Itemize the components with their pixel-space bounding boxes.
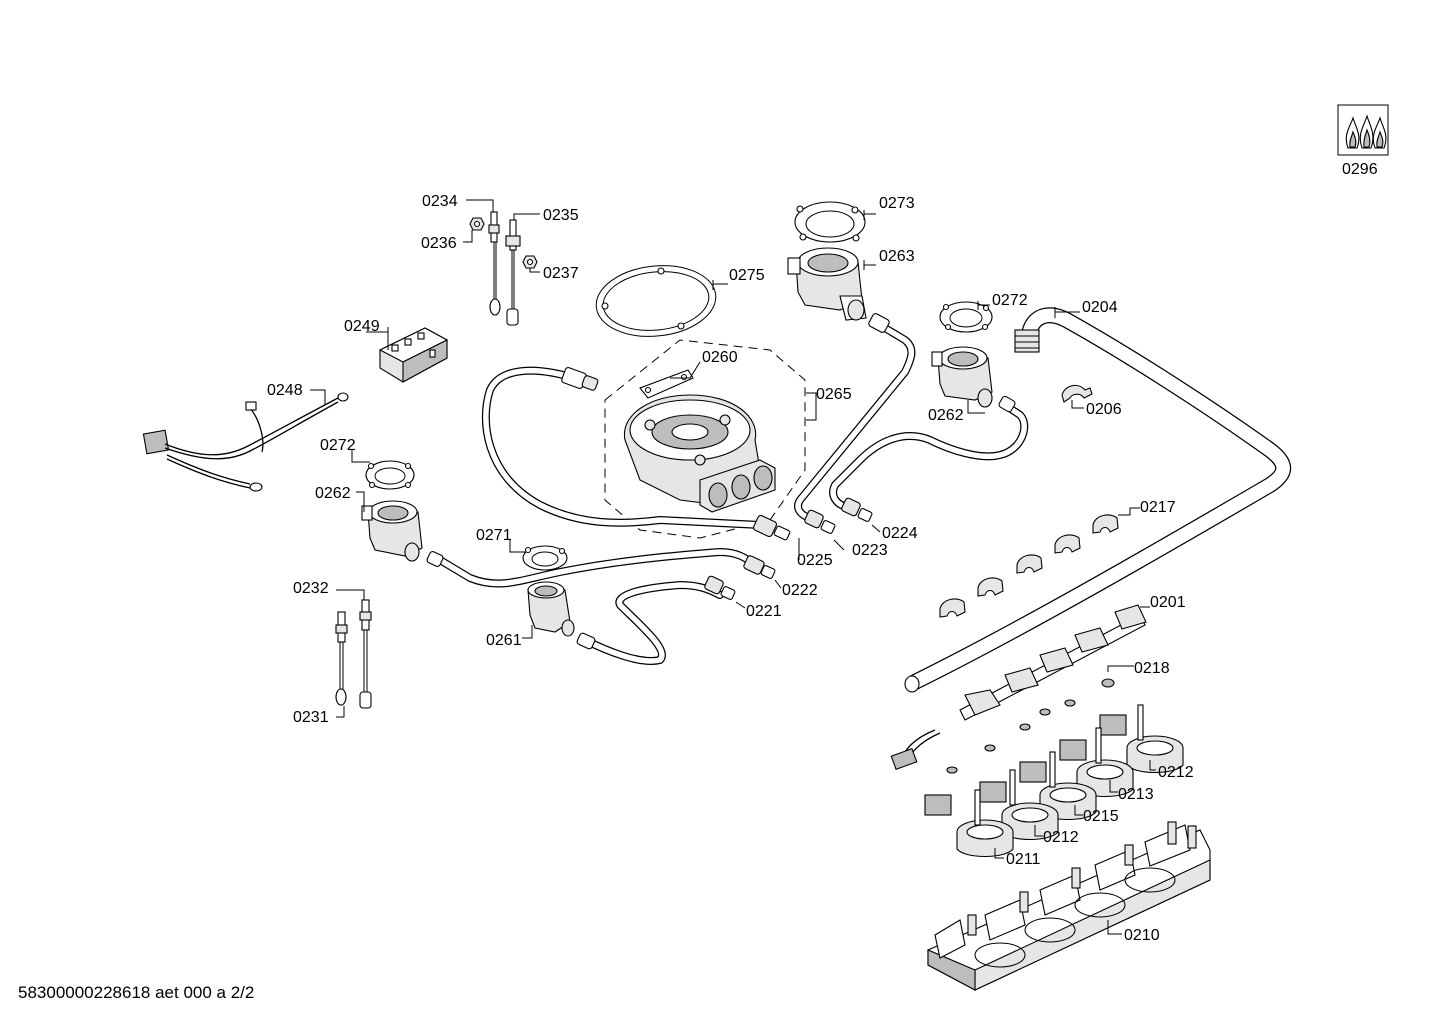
gas-taps (924, 699, 1184, 857)
label-0204: 0204 (1082, 299, 1118, 316)
gasket-0260 (639, 369, 694, 399)
label-0221: 0221 (746, 603, 782, 620)
label-0232: 0232 (293, 580, 329, 597)
ignition-box-0249 (378, 327, 449, 383)
label-0223: 0223 (852, 542, 888, 559)
ignition-rail-0201 (890, 604, 1147, 771)
valve-0262-right (931, 346, 993, 408)
clips-0217 (939, 514, 1119, 618)
gasket-0272-left (365, 460, 415, 490)
wiring-harness-0248 (142, 392, 349, 492)
label-0215: 0215 (1083, 808, 1119, 825)
label-0234: 0234 (422, 193, 458, 210)
label-0224: 0224 (882, 525, 918, 542)
label-0260: 0260 (702, 349, 738, 366)
label-0263: 0263 (879, 248, 915, 265)
housing-outline-0265 (604, 339, 806, 539)
label-0235: 0235 (543, 207, 579, 224)
flame-symbol-0296 (1337, 104, 1389, 156)
label-0273: 0273 (879, 195, 915, 212)
gas-tubes (436, 321, 1029, 665)
document-footer: 58300000228618 aet 000 a 2/2 (18, 983, 254, 1002)
label-0213: 0213 (1118, 786, 1154, 803)
label-0249: 0249 (344, 318, 380, 335)
label-0206: 0206 (1086, 401, 1122, 418)
thermocouple-0231 (335, 611, 348, 706)
label-0210: 0210 (1124, 927, 1160, 944)
label-0217: 0217 (1140, 499, 1176, 516)
label-0262-right: 0262 (928, 407, 964, 424)
clamp-0206 (1061, 384, 1093, 403)
gasket-0273 (794, 201, 866, 243)
nut-0218 (1101, 678, 1115, 688)
nut-0237 (522, 255, 538, 269)
label-0275: 0275 (729, 267, 765, 284)
gasket-0271 (522, 545, 568, 571)
label-0218: 0218 (1134, 660, 1170, 677)
tap-tray-0210 (927, 821, 1211, 991)
thermocouple-0235 (505, 219, 521, 326)
label-0265: 0265 (816, 386, 852, 403)
label-0272-right: 0272 (992, 292, 1028, 309)
tube-fittings (426, 313, 1016, 650)
label-0225: 0225 (797, 552, 833, 569)
label-0211: 0211 (1006, 851, 1041, 868)
valve-housing-0263 (787, 247, 867, 321)
thermocouple-0234 (488, 211, 501, 316)
label-0237: 0237 (543, 265, 579, 282)
label-0296: 0296 (1342, 161, 1378, 178)
valve-0262-left (361, 500, 423, 562)
label-0222: 0222 (782, 582, 818, 599)
label-0271: 0271 (476, 527, 512, 544)
label-0272-left: 0272 (320, 437, 356, 454)
label-0236: 0236 (421, 235, 457, 252)
label-0212-left: 0212 (1043, 829, 1079, 846)
gasket-ring-0275 (595, 265, 717, 337)
burner-body (623, 394, 776, 513)
gas-pipe-0204 (904, 307, 1292, 693)
label-0248: 0248 (267, 382, 303, 399)
nut-0236 (469, 217, 485, 231)
label-0262-left: 0262 (315, 485, 351, 502)
label-0212-right: 0212 (1158, 764, 1194, 781)
label-0231: 0231 (293, 709, 329, 726)
gasket-0272-right (939, 301, 993, 333)
label-0261: 0261 (486, 632, 522, 649)
thermocouple-0232 (359, 599, 372, 709)
valve-0261 (527, 581, 575, 637)
label-0201: 0201 (1150, 594, 1186, 611)
